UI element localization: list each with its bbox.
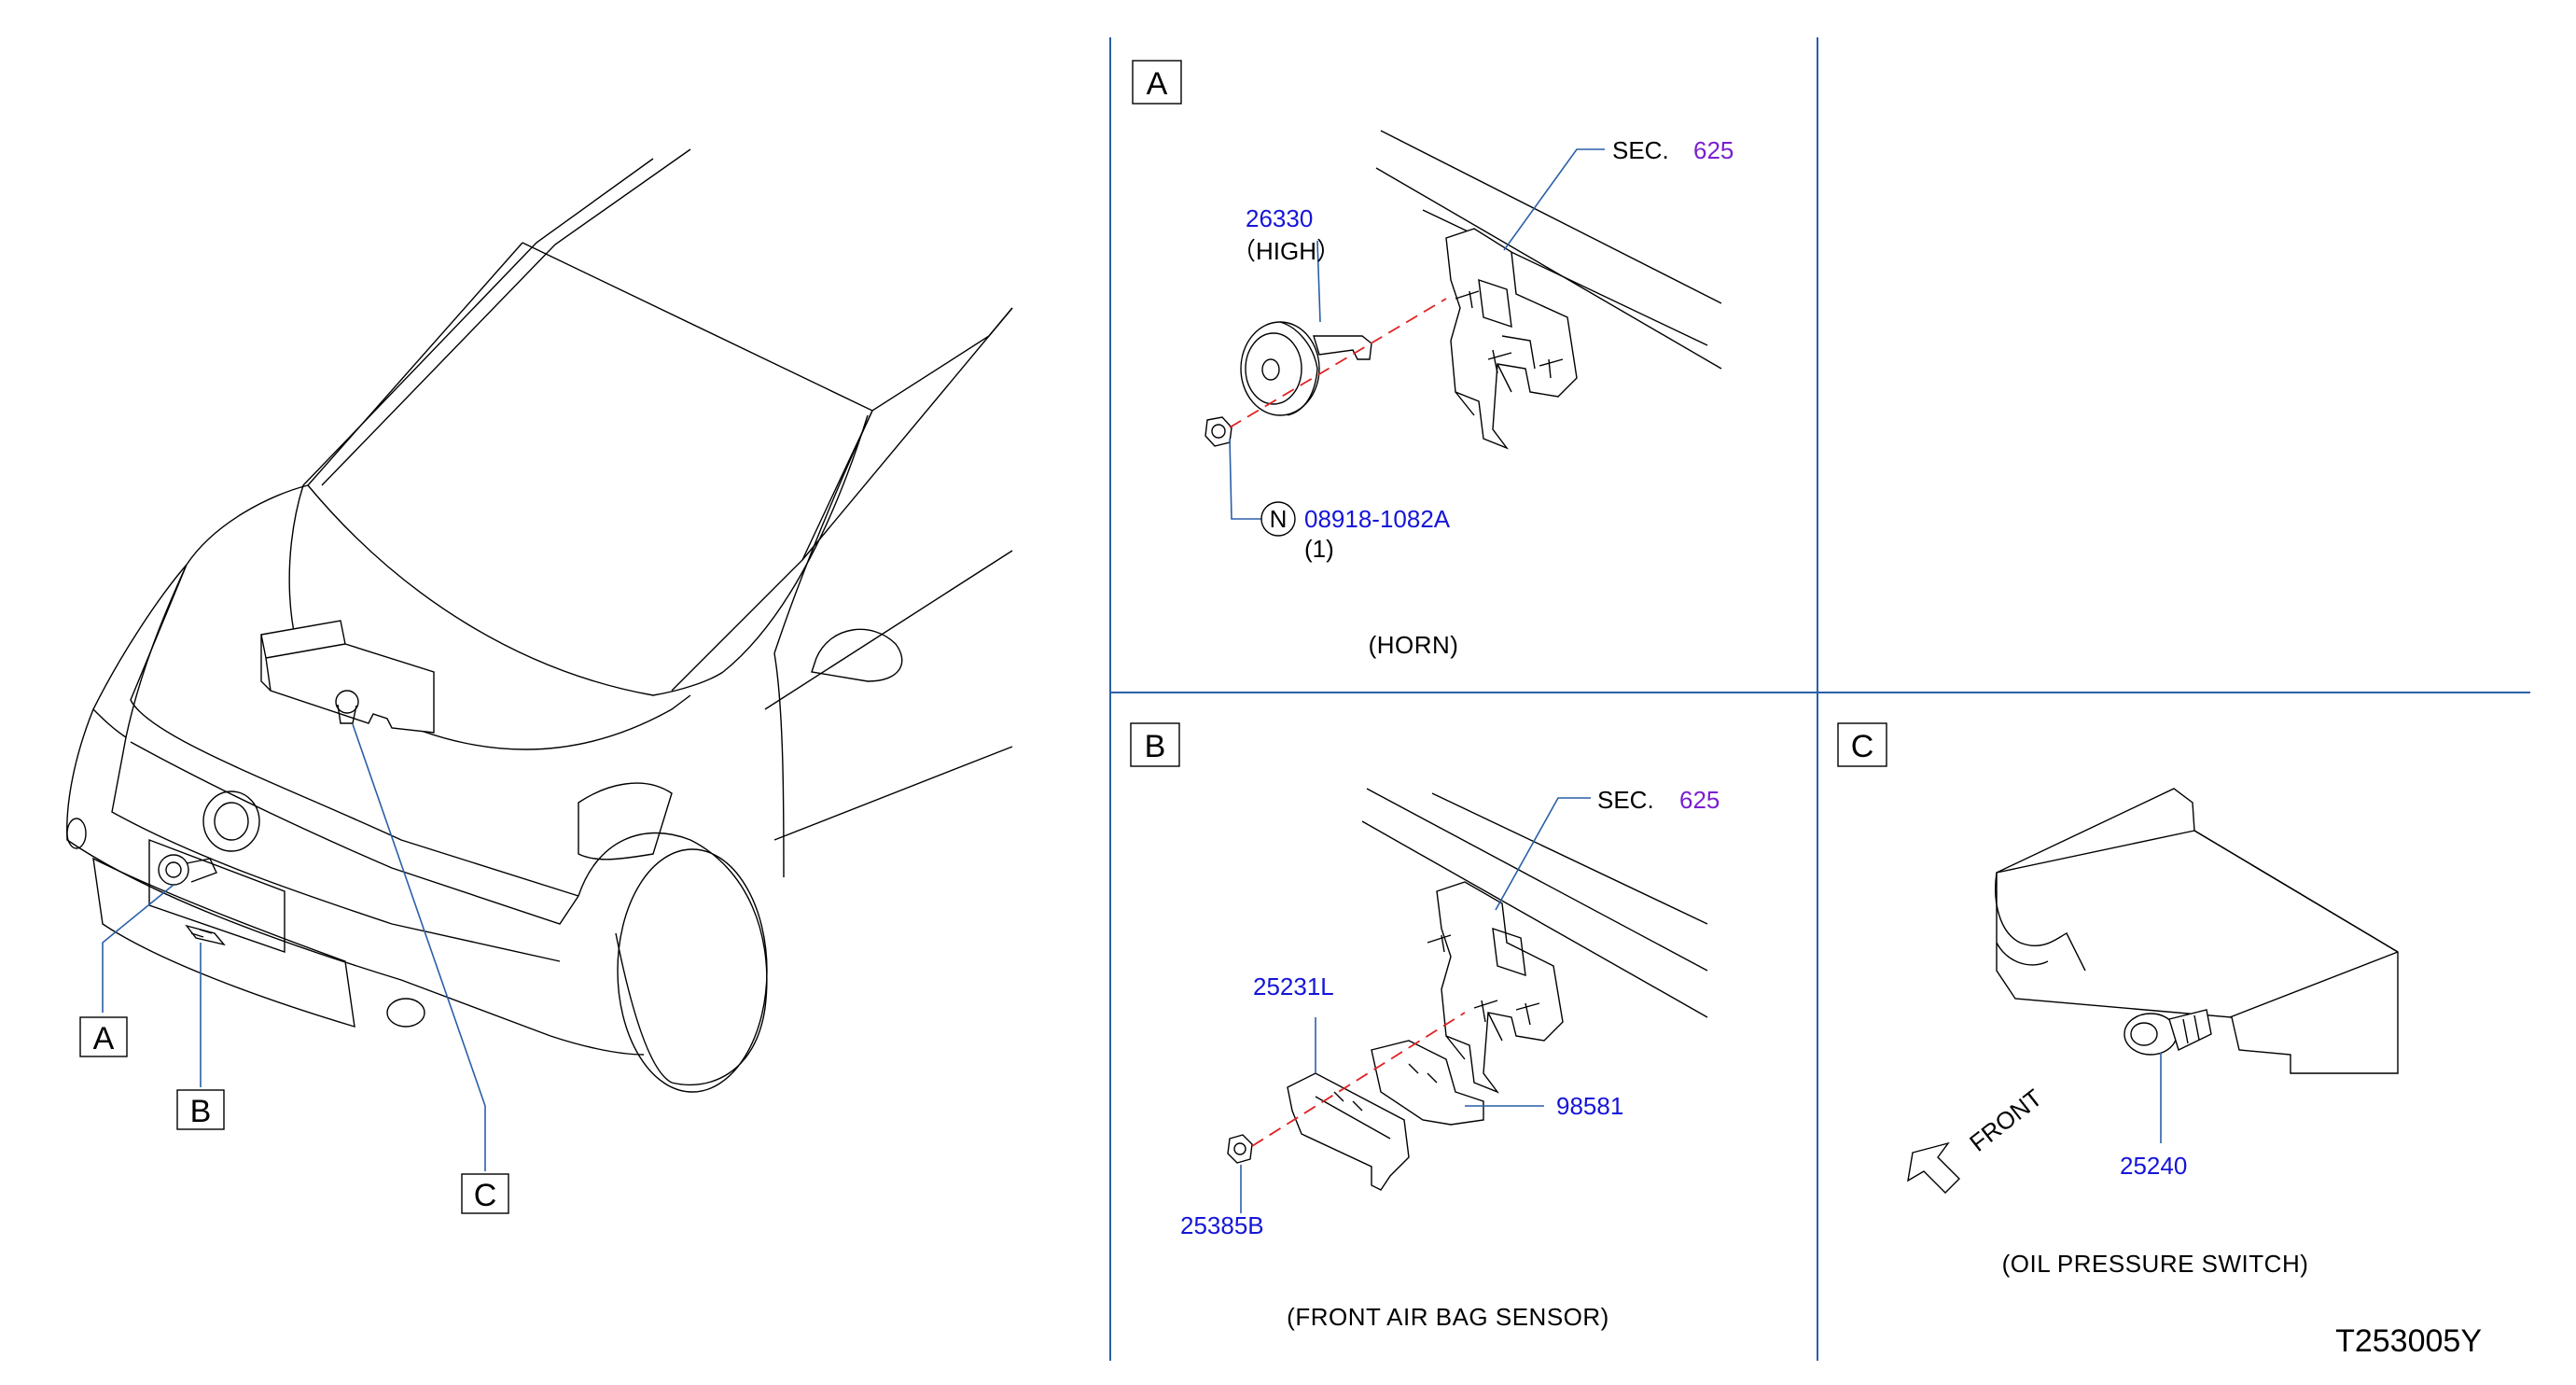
callout-box-a: A: [79, 1016, 128, 1057]
sensor-part-number: 98581: [1556, 1092, 1623, 1120]
svg-text:B: B: [190, 1094, 212, 1129]
panel-b-box: B: [1130, 722, 1180, 767]
sec-prefix-b: SEC.: [1597, 786, 1654, 814]
sec-number-b: 625: [1679, 786, 1720, 814]
panel-a-horn: A N SEC. 625 26330 （HIGH）: [1132, 60, 1734, 659]
sec-number-a: 625: [1693, 136, 1734, 164]
panel-c-box: C: [1837, 722, 1887, 767]
switch-part-number: 25240: [2120, 1152, 2187, 1180]
oil-pressure-switch-caption: (OIL PRESSURE SWITCH): [2002, 1250, 2309, 1278]
svg-text:A: A: [1147, 66, 1168, 102]
car-overview-drawing: [66, 148, 1013, 1171]
callout-box-c: C: [461, 1173, 509, 1214]
sec-prefix-a: SEC.: [1612, 136, 1669, 164]
nut-part-number-b: 25385B: [1180, 1211, 1264, 1239]
airbag-sensor-caption: (FRONT AIR BAG SENSOR): [1287, 1303, 1609, 1331]
svg-text:B: B: [1145, 729, 1166, 764]
nut-symbol-n: N: [1270, 505, 1288, 533]
nut-quantity: (1): [1304, 535, 1334, 563]
svg-text:C: C: [474, 1178, 497, 1213]
panel-dividers: [1109, 37, 2530, 1361]
svg-text:C: C: [1851, 729, 1874, 764]
panel-b-airbag-sensor: B SEC. 625 25231L 98581 25385B: [1130, 722, 1720, 1331]
panel-a-box: A: [1132, 60, 1182, 105]
svg-text:A: A: [93, 1021, 115, 1056]
horn-caption: (HORN): [1369, 631, 1459, 659]
front-direction-label: FRONT: [1964, 1084, 2047, 1157]
panel-c-oil-pressure-switch: C FRONT 25240 (OIL PRESSURE SWITCH): [1837, 722, 2399, 1278]
horn-part-number: 26330: [1246, 204, 1313, 232]
bracket-part-number: 25231L: [1253, 972, 1334, 1000]
callout-box-b: B: [176, 1089, 225, 1130]
nut-part-number: 08918-1082A: [1304, 505, 1451, 533]
horn-variant: （HIGH）: [1232, 237, 1341, 265]
diagram-code: T253005Y: [2335, 1323, 2482, 1359]
